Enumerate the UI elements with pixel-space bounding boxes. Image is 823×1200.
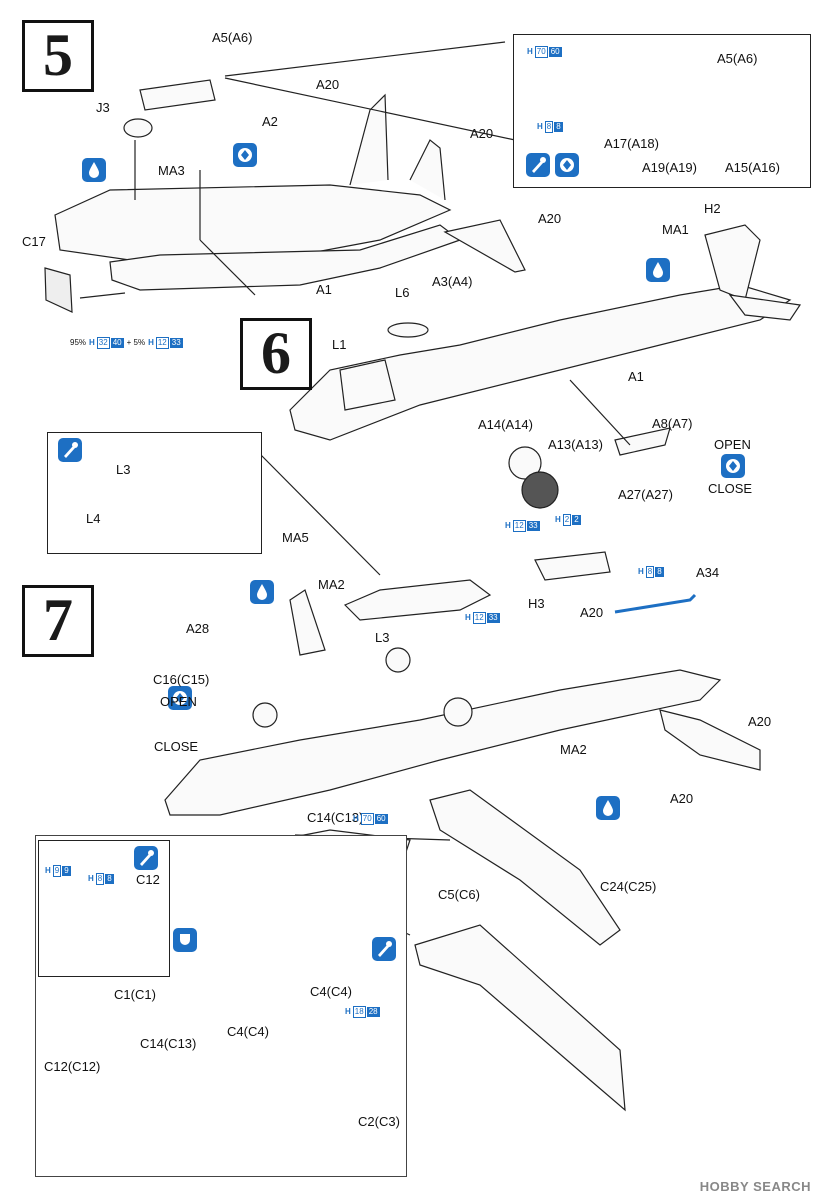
step-7-number: 7: [22, 585, 94, 657]
cement-icon-2: [646, 258, 670, 282]
part-label: A5(A6): [717, 51, 758, 66]
part-label: C2(C3): [358, 1114, 400, 1129]
cement-icon: [82, 158, 106, 182]
rotate-open-close-icon-2: [168, 686, 192, 710]
part-label: A20: [580, 605, 604, 620]
part-label: C5(C6): [438, 887, 480, 902]
part-label: MA1: [662, 222, 689, 237]
part-label: C14(C13): [307, 810, 364, 825]
paint-brush-icon-2: [58, 438, 82, 462]
part-label: J3: [96, 100, 110, 115]
part-label: C17: [22, 234, 46, 249]
part-label: A20: [670, 791, 694, 806]
part-label: MA3: [158, 163, 185, 178]
part-label: A20: [748, 714, 772, 729]
paint-brush-icon-3: [134, 846, 158, 870]
part-label: C12(C12): [44, 1059, 101, 1074]
part-label: C24(C25): [600, 879, 657, 894]
step-6-number: 6: [240, 318, 312, 390]
part-label: A3(A4): [432, 274, 473, 289]
part-label: C16(C15): [153, 672, 210, 687]
step-5-number: 5: [22, 20, 94, 92]
close-label: CLOSE: [708, 481, 753, 496]
part-label: L6: [395, 285, 410, 300]
part-label: H2: [704, 201, 721, 216]
close-label: CLOSE: [154, 739, 199, 754]
rotate-open-close-icon: [721, 454, 745, 478]
part-label: A2: [262, 114, 278, 129]
cement-icon-3: [250, 580, 274, 604]
cement-inside-icon: [173, 928, 197, 952]
part-label: L3: [116, 462, 131, 477]
rotate-left-right-icon: [233, 143, 257, 167]
part-label: MA2: [318, 577, 345, 592]
open-label: OPEN: [714, 437, 751, 452]
part-label: A1: [316, 282, 332, 297]
paint-brush-icon: [526, 153, 550, 177]
part-label: L3: [375, 630, 390, 645]
part-label: L4: [86, 511, 101, 526]
part-label: H3: [528, 596, 545, 611]
part-label: A28: [186, 621, 210, 636]
part-label: A8(A7): [652, 416, 693, 431]
part-label: A20: [470, 126, 494, 141]
rotate-left-right-icon-2: [555, 153, 579, 177]
watermark-footer: HOBBY SEARCH: [699, 1179, 811, 1194]
part-label: A13(A13): [548, 437, 603, 452]
part-label: A27(A27): [618, 487, 673, 502]
step-7-canopy-inset: [47, 432, 262, 554]
part-label: C14(C13): [140, 1036, 197, 1051]
part-label: L1: [332, 337, 347, 352]
paint-brush-icon-4: [372, 937, 396, 961]
part-label: MA5: [282, 530, 309, 545]
part-label: A1: [628, 369, 644, 384]
part-label: A5(A6): [212, 30, 253, 45]
part-label: A15(A16): [725, 160, 780, 175]
part-label: A14(A14): [478, 417, 533, 432]
part-label: C4(C4): [310, 984, 352, 999]
part-label: A17(A18): [604, 136, 659, 151]
part-label: A34: [696, 565, 720, 580]
part-label: MA2: [560, 742, 587, 757]
part-label: A20: [538, 211, 562, 226]
part-label: C12: [136, 872, 160, 887]
cement-icon-4: [596, 796, 620, 820]
part-label: A19(A19): [642, 160, 697, 175]
open-label: OPEN: [160, 694, 197, 709]
part-label: A20: [316, 77, 340, 92]
part-label: C1(C1): [114, 987, 156, 1002]
part-label: C4(C4): [227, 1024, 269, 1039]
